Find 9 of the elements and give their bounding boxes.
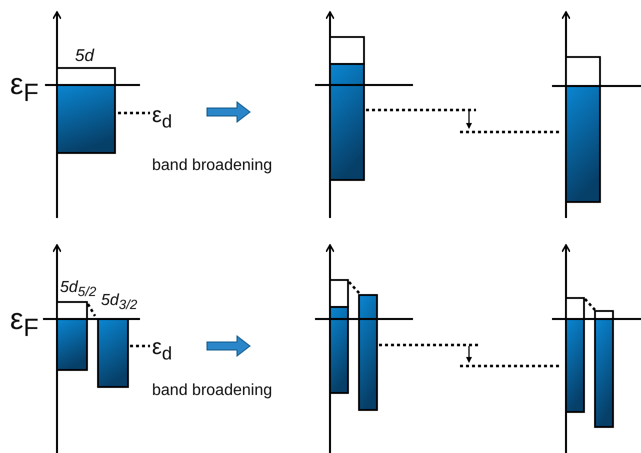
energy-symbol: ε$_{d}$ xyxy=(152,336,172,363)
caption-text: band broadening xyxy=(152,383,272,399)
band-label: 5d$_{5/2}$ xyxy=(60,280,96,299)
energy-symbol: ε$_{d}$ xyxy=(152,104,172,131)
band-label: 5d xyxy=(75,47,94,64)
energy-symbol: ε$_{F}$ xyxy=(10,305,39,341)
caption-text: band broadening xyxy=(152,158,272,174)
band-label: 5d$_{3/2}$ xyxy=(101,293,138,312)
energy-symbol: ε$_{F}$ xyxy=(10,70,39,106)
